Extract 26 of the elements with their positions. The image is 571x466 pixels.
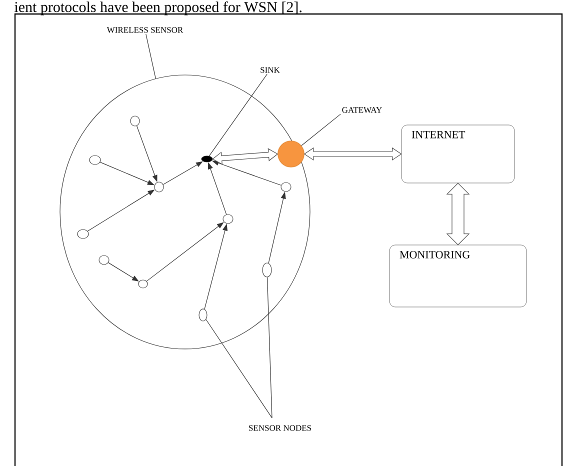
leader-line [146, 34, 156, 79]
callout-label: GATEWAY [342, 107, 382, 113]
sensor-node [198, 308, 208, 322]
callout-label: SINK [260, 67, 280, 73]
sink-dot [201, 156, 213, 162]
leader-line [266, 276, 272, 418]
rounded-box: INTERNET [401, 124, 515, 184]
sensor-node [262, 262, 272, 278]
callout-label: WIRELESS SENSOR [106, 27, 184, 33]
leader-line [301, 114, 341, 146]
sensor-node [77, 229, 89, 239]
sensor-node [154, 182, 164, 192]
rounded-box: MONITORING [389, 244, 527, 308]
arrow [146, 222, 224, 282]
sensor-node [138, 280, 148, 288]
sensor-node [98, 255, 110, 265]
leader-line [206, 319, 272, 418]
callout-label: SENSOR NODES [249, 425, 311, 431]
block-arrow [212, 148, 278, 165]
block-arrow [446, 182, 470, 246]
sensor-node [89, 155, 101, 165]
sensor-node [280, 182, 292, 192]
sensor-node [130, 116, 140, 126]
sensor-node [222, 214, 234, 224]
leader-line [208, 74, 268, 156]
network-circle [60, 74, 310, 350]
